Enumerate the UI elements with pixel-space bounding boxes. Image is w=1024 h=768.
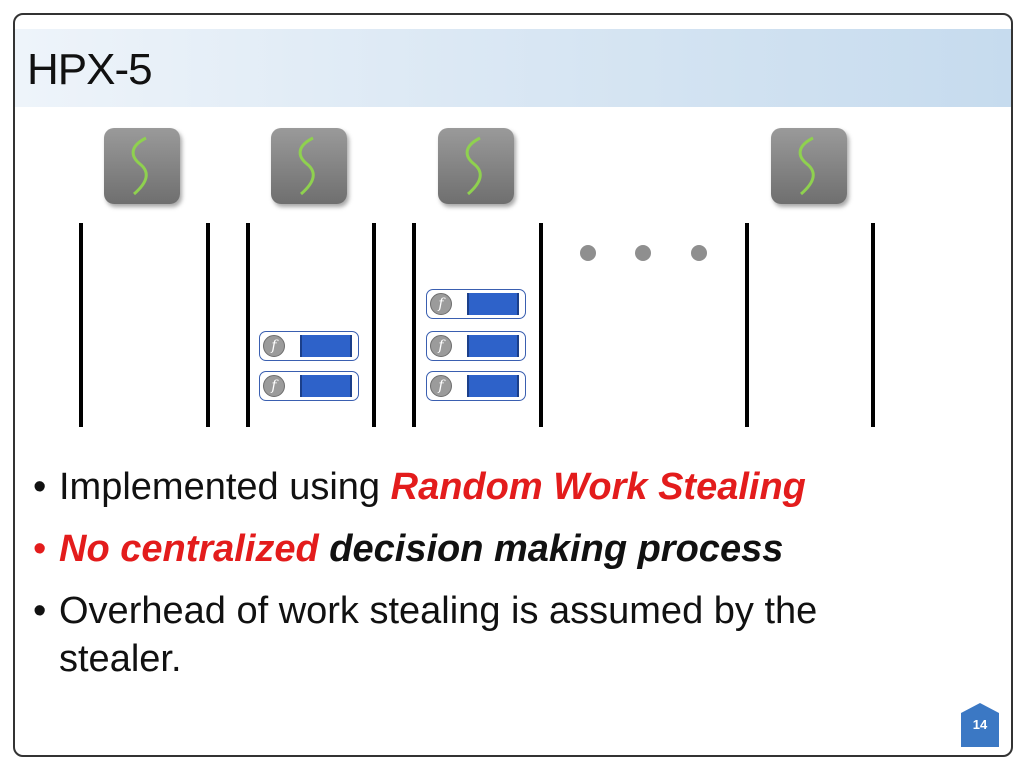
queue-left-wall xyxy=(246,223,250,427)
bullet-item: • No centralized decision making process xyxy=(33,525,933,573)
bullet-icon: • xyxy=(33,466,47,508)
queue-right-wall xyxy=(206,223,210,427)
task-block: f xyxy=(426,289,526,319)
function-icon: f xyxy=(263,335,285,357)
function-icon: f xyxy=(263,375,285,397)
page-number: 14 xyxy=(972,717,988,732)
task-payload xyxy=(467,293,519,315)
function-icon: f xyxy=(430,335,452,357)
queue-right-wall xyxy=(372,223,376,427)
bullet-text: decision making process xyxy=(318,528,784,570)
ellipsis-dot xyxy=(635,245,651,261)
queue-left-wall xyxy=(412,223,416,427)
slide: HPX-5 f f f f f xyxy=(13,13,1013,757)
queue-right-wall xyxy=(871,223,875,427)
bullet-emphasis: Random Work Stealing xyxy=(390,466,806,508)
bullet-item: • Overhead of work stealing is assumed b… xyxy=(33,587,933,683)
bullet-list: • Implemented using Random Work Stealing… xyxy=(33,463,933,683)
ellipsis-dot xyxy=(691,245,707,261)
task-block: f xyxy=(259,371,359,401)
task-payload xyxy=(467,335,519,357)
function-icon: f xyxy=(430,293,452,315)
worker-thread-icon xyxy=(271,128,347,204)
queue-left-wall xyxy=(745,223,749,427)
task-payload xyxy=(300,335,352,357)
task-block: f xyxy=(426,371,526,401)
worker-thread-icon xyxy=(438,128,514,204)
task-block: f xyxy=(259,331,359,361)
bullet-icon: • xyxy=(33,528,47,570)
bullet-emphasis: No centralized xyxy=(59,528,319,570)
bullet-item: • Implemented using Random Work Stealing xyxy=(33,463,933,511)
ellipsis-dot xyxy=(580,245,596,261)
bullet-text: Overhead of work stealing is assumed by … xyxy=(59,590,818,680)
worker-thread-icon xyxy=(771,128,847,204)
queue-right-wall xyxy=(539,223,543,427)
bullet-icon: • xyxy=(33,590,47,632)
worker-thread-icon xyxy=(104,128,180,204)
slide-title: HPX-5 xyxy=(27,45,153,94)
task-payload xyxy=(300,375,352,397)
bullet-text: Implemented using xyxy=(59,466,391,508)
queue-left-wall xyxy=(79,223,83,427)
title-band xyxy=(15,29,1011,107)
page-number-badge: 14 xyxy=(961,703,999,747)
function-icon: f xyxy=(430,375,452,397)
task-payload xyxy=(467,375,519,397)
task-block: f xyxy=(426,331,526,361)
